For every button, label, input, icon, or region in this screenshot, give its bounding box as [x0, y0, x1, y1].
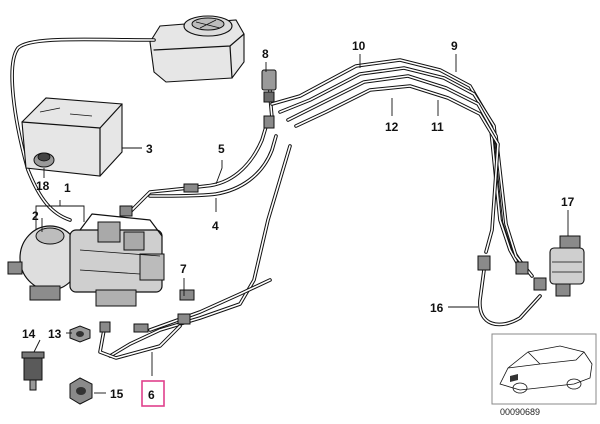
- line-fittings: [99, 69, 547, 333]
- callout-9[interactable]: 9: [451, 39, 458, 53]
- callout-12[interactable]: 12: [385, 120, 399, 134]
- fluid-reservoir: [149, 15, 245, 83]
- hydraulic-unit: [7, 213, 165, 307]
- callout-15[interactable]: 15: [110, 387, 124, 401]
- callout-17[interactable]: 17: [561, 195, 575, 209]
- rubber-mount: [21, 351, 45, 391]
- callout-6[interactable]: 6: [148, 388, 155, 402]
- pressure-regulator: [549, 235, 585, 297]
- callout-8[interactable]: 8: [262, 47, 269, 61]
- callout-11[interactable]: 11: [431, 120, 444, 134]
- callout-16[interactable]: 16: [430, 301, 444, 315]
- callout-3[interactable]: 3: [146, 142, 153, 156]
- callout-7[interactable]: 7: [180, 262, 187, 276]
- leader-lines: [33, 54, 569, 394]
- nut: [69, 325, 91, 343]
- diagram-part-number: 00090689: [500, 407, 540, 417]
- callout-2[interactable]: 2: [32, 209, 39, 223]
- brake-lines: [98, 58, 542, 360]
- callout-10[interactable]: 10: [352, 39, 366, 53]
- callout-1[interactable]: 1: [64, 181, 71, 195]
- callout-6-highlight: [141, 380, 165, 407]
- callout-14[interactable]: 14: [22, 327, 36, 341]
- callout-18[interactable]: 18: [36, 179, 50, 193]
- callout-5[interactable]: 5: [218, 142, 225, 156]
- hex-nut: [69, 377, 93, 405]
- grommet: [33, 152, 55, 168]
- callout-4[interactable]: 4: [212, 219, 219, 233]
- callout-13[interactable]: 13: [48, 327, 62, 341]
- vehicle-inset: [491, 333, 597, 405]
- callouts: 1 2 3 4 5 6 7 8 9 10 11 12 13 14 15 16 1…: [22, 39, 575, 407]
